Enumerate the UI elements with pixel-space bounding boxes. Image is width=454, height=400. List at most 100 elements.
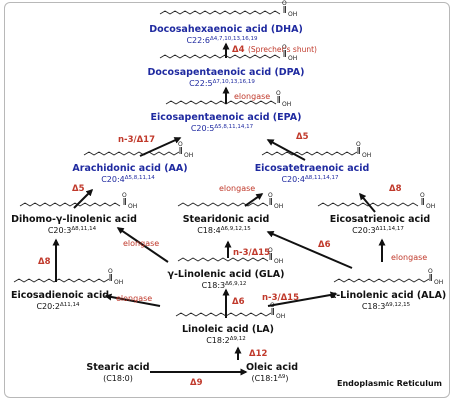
arrow-aa-to-epa (139, 137, 182, 157)
chain-gla-carbonyl (269, 253, 272, 260)
compound-stearic-formula: (C18:0) (103, 374, 133, 383)
enzyme-n3-d15-upper: n-3/Δ15 (233, 248, 270, 258)
chain-la-skeleton (175, 312, 272, 317)
enzyme-d9: Δ9 (190, 378, 203, 388)
compound-ala-name: α-Linolenic acid (ALA) (330, 290, 447, 301)
chain-gla-oh-label: OH (274, 258, 283, 265)
compound-eta-formula: C20:4Δ8,11,14,17 (281, 175, 339, 184)
chain-la-oh-label: OH (276, 313, 285, 320)
arrow-la-to-eda (104, 293, 161, 307)
chain-dpa-skeleton (159, 54, 281, 59)
compound-epa-formula: C20:5Δ5,8,11,14,17 (191, 124, 254, 133)
chain-eta-skeleton (261, 151, 358, 156)
compound-labels: Docosahexaenoic acid (DHA) C22:6Δ4,7,10,… (11, 24, 446, 383)
arrow-sda-to-eta (244, 193, 264, 207)
chain-epa: OOH (165, 90, 291, 108)
chain-etra-oh-label: OH (426, 203, 435, 210)
enzyme-d6-right: Δ6 (318, 240, 331, 250)
compound-epa-name: Eicosapentaenoic acid (EPA) (151, 112, 302, 123)
chain-sda: OOH (177, 192, 283, 210)
enzyme-d8-right: Δ8 (389, 184, 402, 194)
chain-eda: OOH (13, 268, 123, 286)
chain-sda-skeleton (177, 202, 269, 207)
compound-oleic-formula: (C18:1Δ9) (251, 374, 288, 383)
enzyme-d4: Δ4 (232, 45, 245, 55)
chain-epa-o-label: O (276, 90, 281, 97)
arrow-gla-to-dgla (116, 227, 169, 263)
chain-ala-oh-label: OH (434, 279, 443, 286)
enzyme-d6-lower: Δ6 (232, 297, 245, 307)
chain-dha-carbonyl (283, 6, 286, 13)
chain-sda-o-label: O (268, 192, 273, 199)
chain-etra-skeleton (317, 202, 419, 207)
chain-aa-skeleton (83, 151, 180, 156)
chain-gla-o-label: O (268, 247, 273, 254)
chain-dha-o-label: O (282, 0, 287, 7)
enzyme-labels: Δ4 (Sprecher's shunt) elongase n-3/Δ17 Δ… (38, 45, 427, 388)
chain-ala: OOH (333, 268, 443, 286)
enzyme-d12: Δ12 (249, 349, 267, 359)
chain-dgla-o-label: O (122, 192, 127, 199)
chain-aa-oh-label: OH (184, 152, 193, 159)
chain-dha-oh-label: OH (288, 11, 297, 18)
chain-dpa-oh-label: OH (288, 55, 297, 62)
compound-gla-formula: C18:3Δ6,9,12 (202, 281, 247, 290)
chain-sda-oh-label: OH (274, 203, 283, 210)
chain-aa: OOH (83, 141, 193, 159)
compound-dpa-name: Docosapentaenoic acid (DPA) (148, 67, 305, 78)
compound-dgla-formula: C20:3Δ8,11,14 (48, 226, 97, 235)
compound-sda-formula: C18:4Δ6,9,12,15 (197, 226, 251, 235)
chain-eta-oh-label: OH (362, 152, 371, 159)
chain-sda-carbonyl (269, 198, 272, 205)
compound-aa-formula: C20:4Δ5,8,11,14 (101, 175, 155, 184)
enzyme-sprecher-note: (Sprecher's shunt) (248, 45, 317, 54)
enzyme-n3-d17: n-3/Δ17 (118, 135, 155, 145)
chain-dpa-o-label: O (282, 44, 287, 51)
chain-dgla-oh-label: OH (128, 203, 137, 210)
compound-stearic-name: Stearic acid (86, 362, 149, 373)
enzyme-d5-right: Δ5 (296, 132, 309, 142)
chain-dpa-carbonyl (283, 50, 286, 57)
chain-etra: OOH (317, 192, 435, 210)
chain-gla-skeleton (177, 257, 269, 262)
enzyme-elongase-sda: elongase (219, 184, 255, 193)
enzyme-n3-d15-lower: n-3/Δ15 (262, 293, 299, 303)
chain-aa-carbonyl (179, 147, 182, 154)
chain-eda-o-label: O (108, 268, 113, 275)
chain-eta: OOH (261, 141, 371, 159)
compound-etra-formula: C20:3Δ11,14,17 (352, 226, 404, 235)
chain-la-carbonyl (271, 308, 274, 315)
compound-sda-name: Stearidonic acid (183, 214, 270, 225)
chain-eta-o-label: O (356, 141, 361, 148)
chain-eda-oh-label: OH (114, 279, 123, 286)
compound-ala-formula: C18:3Δ9,12,15 (362, 302, 411, 311)
diagram-frame (4, 2, 450, 398)
arrow-etra-to-eta (359, 192, 376, 213)
compound-dha-name: Docosahexaenoic acid (DHA) (149, 24, 303, 35)
chain-epa-oh-label: OH (282, 101, 291, 108)
chain-dgla-skeleton (19, 202, 121, 207)
arrow-la-to-ala (267, 291, 338, 307)
pathway-arrows (52, 42, 386, 376)
chain-ala-skeleton (333, 278, 430, 283)
compound-dpa-formula: C22:5Δ7,10,13,16,19 (189, 79, 255, 88)
enzyme-elongase-dpa: elongase (234, 92, 270, 101)
compound-gla-name: γ-Linolenic acid (GLA) (168, 269, 285, 280)
chain-dgla: OOH (19, 192, 137, 210)
compound-la-formula: C18:2Δ9,12 (206, 336, 246, 345)
compound-dha-formula: C22:6Δ4,7,10,13,16,19 (186, 36, 258, 45)
chain-la: OOH (175, 302, 285, 320)
enzyme-d5-left: Δ5 (72, 184, 85, 194)
chain-ala-carbonyl (429, 274, 432, 281)
compound-etra-name: Eicosatrienoic acid (330, 214, 430, 225)
compound-la-name: Linoleic acid (LA) (182, 324, 274, 335)
chain-etra-carbonyl (421, 198, 424, 205)
compound-eta-name: Eicosatetraenoic acid (255, 163, 370, 174)
arrow-dgla-to-aa (73, 188, 94, 209)
arrow-ala-to-sda (266, 230, 353, 269)
chain-epa-skeleton (165, 100, 277, 105)
chain-dha-skeleton (159, 10, 281, 15)
chain-ala-o-label: O (428, 268, 433, 275)
compound-aa-name: Arachidonic acid (AA) (72, 163, 187, 174)
